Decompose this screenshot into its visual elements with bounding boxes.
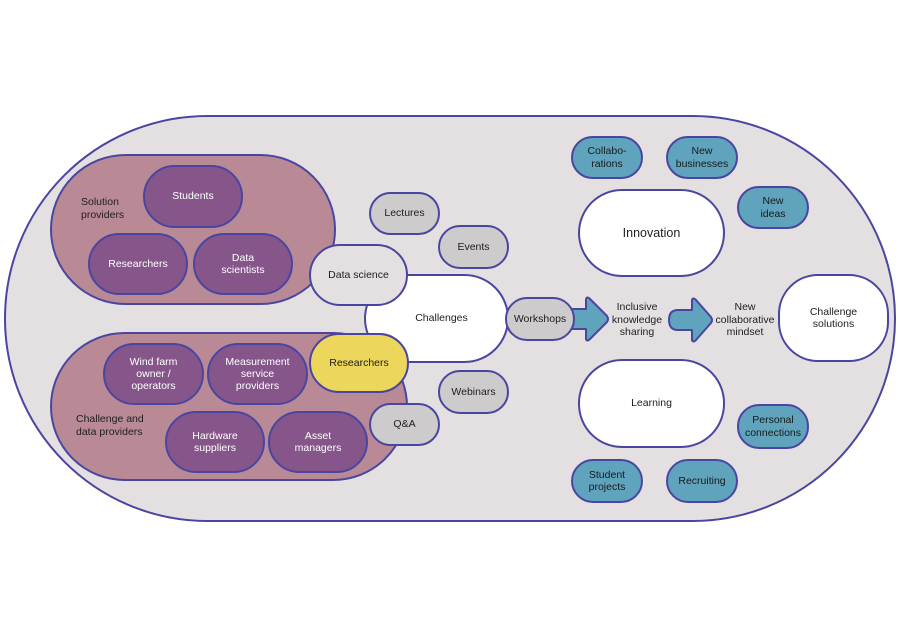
node-lectures: Lectures <box>369 192 440 235</box>
node-researchers-solution: Researchers <box>88 233 188 295</box>
node-data-scientists: Data scientists <box>193 233 293 295</box>
arrow-2-shape <box>668 297 713 343</box>
solution-providers-label: Solution providers <box>81 196 125 221</box>
node-innovation: Innovation <box>578 189 725 277</box>
arrow-1-shape <box>561 296 609 342</box>
node-student-projects: Student projects <box>571 459 643 503</box>
node-workshops: Workshops <box>505 297 575 341</box>
node-challenge-solutions: Challenge solutions <box>778 274 889 362</box>
node-hardware-suppliers: Hardware suppliers <box>165 411 265 473</box>
arrow-right-icon <box>561 296 609 342</box>
node-students: Students <box>143 165 243 228</box>
node-data-science: Data science <box>309 244 408 306</box>
node-new-ideas: New ideas <box>737 186 809 229</box>
node-events: Events <box>438 225 509 269</box>
label-new-collaborative-mindset: New collaborative mindset <box>715 301 775 339</box>
label-inclusive-knowledge-sharing: Inclusive knowledge sharing <box>611 301 663 339</box>
node-personal-connections: Personal connections <box>737 404 809 449</box>
node-wind-farm-owners: Wind farm owner / operators <box>103 343 204 405</box>
node-learning: Learning <box>578 359 725 448</box>
node-webinars: Webinars <box>438 370 509 414</box>
challenge-providers-label: Challenge and data providers <box>76 413 144 438</box>
node-collaborations: Collabo- rations <box>571 136 643 179</box>
node-asset-managers: Asset managers <box>268 411 368 473</box>
node-measurement-providers: Measurement service providers <box>207 343 308 405</box>
node-recruiting: Recruiting <box>666 459 738 503</box>
node-qa: Q&A <box>369 403 440 446</box>
arrow-right-icon <box>668 297 713 343</box>
node-researchers-highlight: Researchers <box>309 333 409 393</box>
node-new-businesses: New businesses <box>666 136 738 179</box>
